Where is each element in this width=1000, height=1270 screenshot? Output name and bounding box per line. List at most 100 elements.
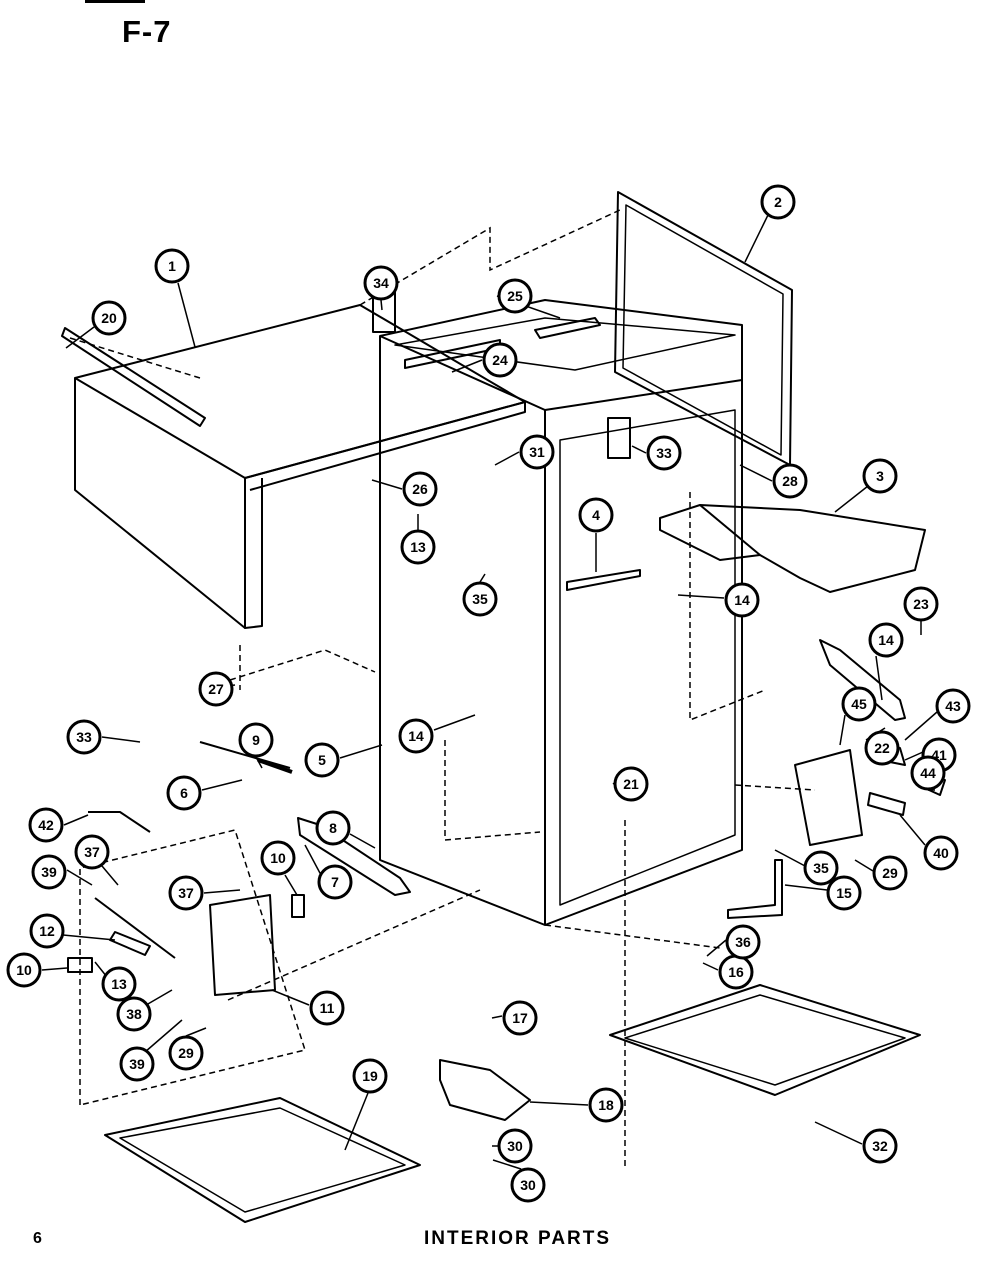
callout-label: 39 [41,864,57,880]
cover-plate-part [659,504,926,593]
leader-line [201,779,243,791]
leader-line [349,833,376,849]
callout-6: 6 [166,775,202,811]
callout-35: 35 [462,581,498,617]
callout-circle [646,435,682,471]
callout-19: 19 [352,1058,388,1094]
callout-10: 10 [260,840,296,876]
callout-circle [402,471,438,507]
callout-39: 39 [31,854,67,890]
callout-8: 8 [315,810,351,846]
callout-14: 14 [868,622,904,658]
callout-circle [826,875,862,911]
callout-29: 29 [168,1035,204,1071]
leader-line [677,594,725,599]
leader-line [271,989,310,1006]
callout-circle [923,835,959,871]
callout-label: 20 [101,310,117,326]
callout-circle [864,730,900,766]
callout-circle [613,766,649,802]
leader-line [203,889,241,894]
callout-label: 12 [39,923,55,939]
callout-32: 32 [862,1128,898,1164]
callout-circle [352,1058,388,1094]
callout-circle [841,686,877,722]
callout-label: 22 [874,740,890,756]
rod-part-9 [257,758,293,774]
callout-20: 20 [91,300,127,336]
callout-40: 40 [923,835,959,871]
callout-30: 30 [497,1128,533,1164]
callout-5: 5 [304,742,340,778]
callout-28: 28 [772,463,808,499]
callout-label: 5 [318,752,326,768]
clip-part-10a [291,894,305,918]
callout-label: 11 [320,1000,335,1016]
callout-34: 34 [363,265,399,301]
leader-line [185,1027,207,1037]
leader-line [284,874,298,896]
callout-circle [725,924,761,960]
callout-circle [6,952,42,988]
callout-label: 25 [507,288,523,304]
callout-label: 43 [945,698,961,714]
leader-line [904,751,924,761]
leader-line [66,869,93,886]
rail-part [566,569,641,591]
callout-42: 42 [28,807,64,843]
callout-circle [497,1128,533,1164]
page-title: F-7 [122,14,172,49]
leader-line [339,744,383,759]
handle-part [88,811,151,833]
leader-line [380,299,383,311]
leader-line [433,714,476,731]
leader-line [854,859,874,872]
callout-label: 21 [623,776,639,792]
callout-label: 34 [373,275,389,291]
leader-line [899,814,926,846]
callout-33: 33 [66,719,102,755]
callout-37: 37 [74,834,110,870]
callout-label: 19 [362,1068,378,1084]
callout-label: 2 [774,194,782,210]
callout-circle [168,875,204,911]
callout-label: 32 [872,1138,888,1154]
callout-circle [31,854,67,890]
leader-line [479,573,486,583]
callout-circle [116,996,152,1032]
callout-circle [400,529,436,565]
callout-label: 15 [836,885,852,901]
callout-label: 26 [412,481,428,497]
callout-label: 27 [208,681,224,697]
leader-line [63,814,89,826]
plate-part-43 [867,792,906,816]
callout-label: 17 [512,1010,528,1026]
dashed-guide [79,829,306,1106]
callout-circle [578,497,614,533]
leader-line [875,655,883,701]
leader-line [631,445,647,454]
leader-line [344,1092,369,1151]
callout-label: 33 [76,729,92,745]
callout-circle [28,807,64,843]
callout-label: 42 [38,817,54,833]
callout-circle [588,1087,624,1123]
switch-part [109,931,151,956]
callout-circle [497,278,533,314]
callout-circle [502,1000,538,1036]
leader-line [371,479,403,490]
block-part-35a [607,417,631,459]
callout-circle [260,840,296,876]
callout-12: 12 [29,913,65,949]
callout-label: 13 [410,539,426,555]
callout-label: 35 [472,591,488,607]
callout-13: 13 [101,966,137,1002]
leader-line [814,1121,863,1145]
callout-2: 2 [760,184,796,220]
callout-circle [803,850,839,886]
callout-label: 39 [129,1056,145,1072]
callout-37: 37 [168,875,204,911]
strip-part [61,327,206,427]
back-panel-part [614,191,793,466]
callout-22: 22 [864,730,900,766]
